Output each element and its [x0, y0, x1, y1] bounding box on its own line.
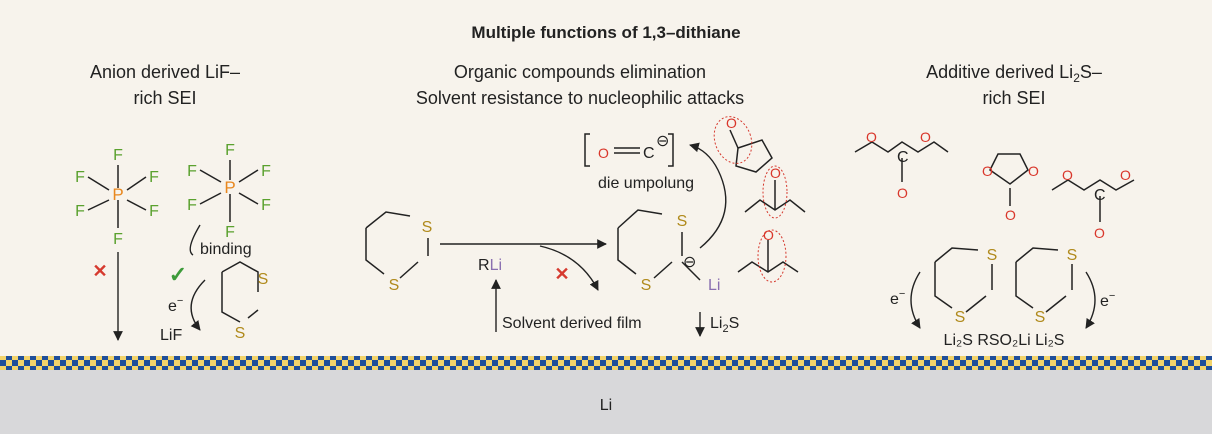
svg-text:O: O: [1094, 225, 1105, 241]
svg-text:F: F: [75, 169, 85, 186]
arrow-electron-right-2: [1085, 271, 1096, 329]
binding-label: binding: [200, 241, 252, 258]
dithiane-right-2: S S: [1015, 247, 1078, 326]
solvent-film-label: Solvent derived film: [502, 315, 642, 332]
svg-text:P: P: [224, 178, 235, 197]
side-arrow: [539, 245, 599, 291]
svg-text:Li: Li: [708, 277, 720, 294]
svg-text:O: O: [920, 129, 931, 145]
svg-text:O: O: [763, 227, 774, 243]
substrate-label: Li: [600, 397, 612, 414]
svg-text:S: S: [422, 219, 433, 236]
center-heading-1: Organic compounds elimination: [454, 62, 706, 82]
dithiane-left: S S: [221, 261, 269, 342]
dithiane-right-1: S S: [934, 247, 998, 326]
arrow-electron-right-1: [910, 271, 921, 329]
sei-layer-stripe: [0, 356, 1212, 370]
svg-text:F: F: [187, 163, 197, 180]
svg-text:⊖: ⊖: [656, 133, 669, 150]
svg-text:C: C: [643, 145, 655, 162]
electron-right-2: e−: [1100, 290, 1115, 310]
electron-right-1: e−: [890, 288, 905, 308]
right-products: Li₂S RSO₂Li Li₂S: [944, 332, 1065, 349]
svg-text:S: S: [235, 325, 246, 342]
umpolung-bracket: O C ⊖: [584, 133, 674, 167]
arrow-lif: [190, 279, 206, 331]
svg-text:F: F: [149, 169, 159, 186]
ec-ring-center: O: [713, 115, 773, 173]
svg-text:F: F: [149, 203, 159, 220]
electron-left: e−: [168, 295, 183, 315]
umpolung-arrow: [689, 142, 727, 249]
svg-text:O: O: [598, 145, 609, 161]
svg-text:F: F: [261, 163, 271, 180]
dmc-right: O O C O: [1051, 167, 1135, 241]
svg-text:O: O: [770, 165, 781, 181]
li2s-center: Li2S: [710, 315, 739, 335]
svg-text:O: O: [1028, 163, 1039, 179]
svg-text:F: F: [261, 197, 271, 214]
svg-text:O: O: [982, 163, 993, 179]
reagent-label: RLi: [478, 257, 502, 274]
svg-text:S: S: [258, 271, 269, 288]
svg-text:O: O: [866, 129, 877, 145]
dithiane-anion: S S ⊖ Li: [617, 209, 720, 294]
dmc-center: O: [744, 165, 806, 219]
diagram-title: Multiple functions of 1,3–dithiane: [471, 23, 740, 42]
pf6-molecule-2: F F F P F F F: [187, 142, 271, 241]
svg-text:S: S: [1035, 309, 1046, 326]
emc-right: O O C O: [854, 129, 949, 201]
right-heading-2: rich SEI: [982, 88, 1045, 108]
svg-text:S: S: [389, 277, 400, 294]
emc-center: O: [737, 227, 799, 283]
svg-text:F: F: [225, 142, 235, 159]
svg-text:O: O: [1120, 167, 1131, 183]
svg-text:P: P: [112, 185, 123, 204]
svg-text:⊖: ⊖: [683, 254, 696, 271]
dithiane-center: S S: [365, 211, 433, 294]
umpolung-label: die umpolung: [598, 175, 694, 192]
lif-label: LiF: [160, 327, 182, 344]
svg-text:S: S: [641, 277, 652, 294]
binding-arc: [189, 224, 201, 256]
svg-text:O: O: [726, 115, 737, 131]
svg-text:S: S: [955, 309, 966, 326]
check-mark: ✓: [169, 262, 187, 287]
ec-ring-right: O O O: [982, 153, 1039, 223]
svg-text:F: F: [225, 224, 235, 241]
blocked-mark-left: ✕: [92, 261, 107, 281]
svg-text:C: C: [897, 149, 909, 166]
svg-text:S: S: [677, 213, 688, 230]
svg-text:S: S: [987, 247, 998, 264]
svg-text:F: F: [113, 231, 123, 248]
center-heading-2: Solvent resistance to nucleophilic attac…: [416, 88, 744, 108]
left-heading-1: Anion derived LiF–: [90, 62, 240, 82]
svg-text:O: O: [897, 185, 908, 201]
left-heading-2: rich SEI: [133, 88, 196, 108]
blocked-mark-center: ✕: [554, 264, 569, 284]
svg-text:O: O: [1005, 207, 1016, 223]
svg-text:F: F: [187, 197, 197, 214]
svg-text:O: O: [1062, 167, 1073, 183]
pf6-molecule-1: F F F P F F F: [75, 147, 159, 248]
right-heading-1: Additive derived Li2S–: [926, 62, 1102, 85]
lithium-metal: [0, 370, 1212, 434]
svg-text:F: F: [75, 203, 85, 220]
svg-text:S: S: [1067, 247, 1078, 264]
svg-text:F: F: [113, 147, 123, 164]
svg-text:C: C: [1094, 187, 1106, 204]
